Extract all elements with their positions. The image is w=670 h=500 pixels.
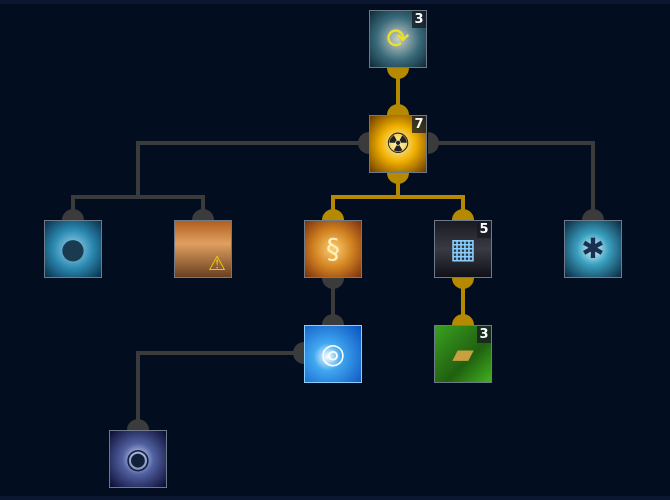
orb-icon: ● <box>60 232 86 265</box>
network-icon: ◎ <box>320 337 346 370</box>
top-border <box>0 0 670 4</box>
skill-node-cargo-transfer[interactable]: ▰ 3 <box>434 325 492 383</box>
hazard-icon: ⚠ <box>208 251 226 275</box>
bottom-border <box>0 496 670 500</box>
skill-node-dna[interactable]: § <box>304 220 362 278</box>
skill-node-hazard-machine[interactable]: ⚠ <box>174 220 232 278</box>
radiation-icon: ☢ <box>385 127 411 160</box>
skill-level-badge: 3 <box>477 326 491 343</box>
inactive-sockets <box>62 132 604 430</box>
skill-node-blue-orb[interactable]: ● <box>44 220 102 278</box>
crystal-icon: ✱ <box>581 232 605 265</box>
skill-level-badge: 7 <box>412 116 426 133</box>
active-sockets <box>322 68 474 325</box>
crate-icon: ▰ <box>452 337 474 370</box>
skill-level-badge: 5 <box>477 221 491 238</box>
gold-bars-cycle-icon: ⟳ <box>386 22 410 55</box>
skill-node-crystal[interactable]: ✱ <box>564 220 622 278</box>
skill-node-vortex[interactable]: ◉ <box>109 430 167 488</box>
dna-icon: § <box>326 232 340 265</box>
skill-node-server-farm[interactable]: ▦ 5 <box>434 220 492 278</box>
skill-node-network[interactable]: ◎ <box>304 325 362 383</box>
skill-node-gold-recycle[interactable]: ⟳ 3 <box>369 10 427 68</box>
vortex-icon: ◉ <box>125 442 151 475</box>
servers-icon: ▦ <box>449 232 477 265</box>
skill-node-nuclear[interactable]: ☢ 7 <box>369 115 427 173</box>
skill-level-badge: 3 <box>412 11 426 28</box>
